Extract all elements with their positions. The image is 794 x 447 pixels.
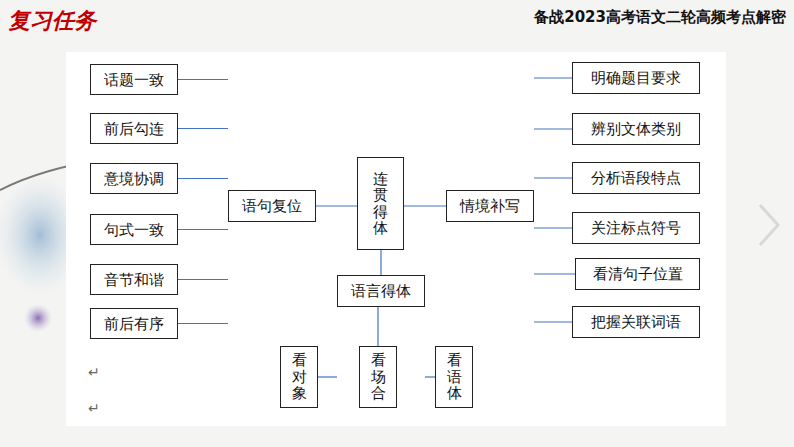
connector-line — [178, 229, 228, 230]
node-text: 明确题目要求 — [591, 69, 681, 87]
node-text: 看清句子位置 — [593, 265, 683, 283]
ink-bud — [24, 304, 52, 332]
paragraph-mark: ↵ — [88, 400, 100, 416]
connector-line — [534, 227, 572, 228]
connector-line — [318, 376, 337, 377]
connector-line — [534, 321, 572, 322]
connector-line — [534, 77, 572, 78]
leaf-box: 看对象 — [280, 346, 318, 408]
connector-line — [380, 250, 381, 275]
connector-line — [425, 376, 435, 377]
node-text: 语句复位 — [242, 197, 302, 215]
branch-box: 语言得体 — [337, 275, 425, 307]
node-text: 情境补写 — [460, 197, 520, 215]
connector-line — [377, 307, 378, 346]
step-box: 把握关联词语 — [572, 306, 700, 338]
branch-box: 情境补写 — [446, 190, 534, 222]
leaf-box: 看语体 — [435, 346, 473, 408]
node-text: 辨别文体类别 — [591, 120, 681, 138]
node-text: 把握关联词语 — [591, 313, 681, 331]
step-box: 分析语段特点 — [572, 162, 700, 194]
point-box: 话题一致 — [90, 64, 178, 95]
node-text: 关注标点符号 — [591, 219, 681, 237]
section-heading: 复习任务 — [8, 6, 96, 36]
connector-line — [178, 79, 228, 80]
step-box: 辨别文体类别 — [572, 113, 700, 145]
step-box: 明确题目要求 — [572, 62, 700, 94]
node-text: 连贯得体 — [373, 171, 388, 237]
point-box: 句式一致 — [90, 214, 178, 245]
node-text: 语言得体 — [351, 282, 411, 300]
node-text: 看场合 — [371, 352, 386, 402]
leaf-box: 看场合 — [359, 346, 397, 408]
node-text: 看对象 — [292, 352, 307, 402]
connector-line — [404, 205, 446, 206]
connector-line — [178, 178, 228, 179]
connector-line — [534, 177, 572, 178]
next-chevron — [760, 205, 778, 245]
step-box: 关注标点符号 — [572, 212, 700, 244]
connector-line — [534, 128, 572, 129]
slide-title: 备战2023高考语文二轮高频考点解密 — [534, 8, 786, 27]
root-box: 连贯得体 — [357, 157, 404, 250]
branch-box: 语句复位 — [228, 190, 316, 222]
connector-line — [178, 323, 228, 324]
node-text: 意境协调 — [104, 170, 164, 188]
connector-line — [178, 128, 228, 129]
node-text: 句式一致 — [104, 221, 164, 239]
point-box: 前后勾连 — [90, 113, 178, 144]
connector-line — [316, 205, 357, 206]
node-text: 话题一致 — [104, 71, 164, 89]
point-box: 意境协调 — [90, 163, 178, 194]
node-text: 看语体 — [447, 352, 462, 402]
step-box: 看清句子位置 — [575, 258, 700, 290]
point-box: 前后有序 — [90, 308, 178, 339]
paragraph-mark: ↵ — [88, 364, 100, 380]
node-text: 分析语段特点 — [591, 169, 681, 187]
point-box: 音节和谐 — [90, 264, 178, 295]
connector-line — [534, 273, 575, 274]
node-text: 前后勾连 — [104, 120, 164, 138]
node-text: 音节和谐 — [104, 271, 164, 289]
node-text: 前后有序 — [104, 315, 164, 333]
diagram-panel — [66, 52, 726, 426]
connector-line — [178, 279, 228, 280]
